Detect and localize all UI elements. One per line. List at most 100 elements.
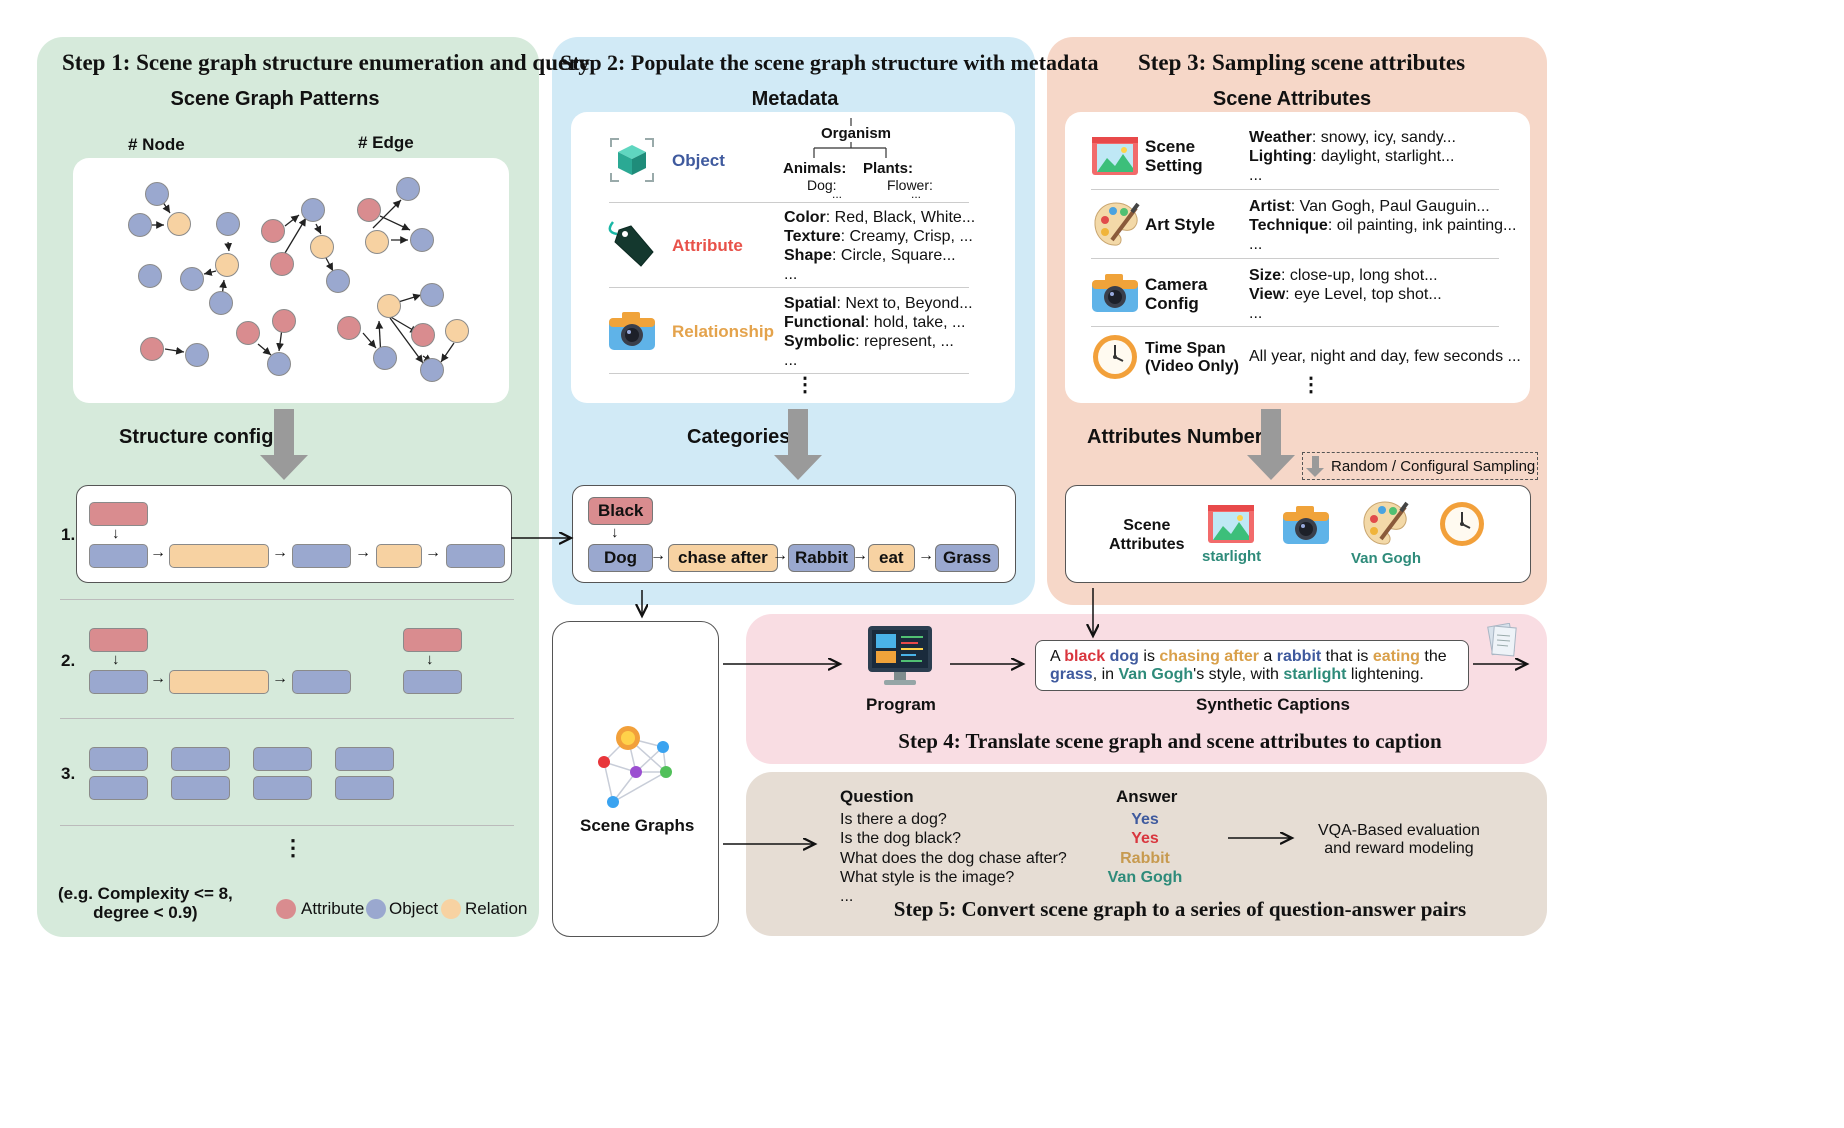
tree-right-item: Flower: bbox=[887, 177, 933, 193]
question-3: What does the dog chase after? bbox=[840, 849, 1067, 867]
object-legend-dot bbox=[366, 899, 386, 919]
caption-segment: starlight bbox=[1283, 666, 1347, 683]
document-icon bbox=[1484, 622, 1518, 657]
scene-graph-patterns-title: Scene Graph Patterns bbox=[170, 88, 380, 110]
caption-segment: chasing after bbox=[1159, 648, 1259, 665]
caption-segment: a bbox=[1258, 648, 1277, 665]
tree-right-more: ... bbox=[911, 187, 922, 201]
caption-text: A black dog is chasing after a rabbit th… bbox=[1050, 648, 1460, 684]
complexity-note: (e.g. Complexity <= 8, degree < 0.9) bbox=[58, 884, 233, 922]
object-pill bbox=[446, 544, 505, 568]
object-pill bbox=[292, 544, 351, 568]
attribute-pill bbox=[89, 502, 148, 526]
tree-left-item: Dog: bbox=[807, 177, 837, 193]
object-label: Object bbox=[672, 151, 725, 170]
caption-segment: black bbox=[1064, 648, 1106, 665]
chase-after-tag: chase after bbox=[668, 544, 778, 572]
right-arrow: → bbox=[918, 547, 934, 564]
row-2-label: 2. bbox=[61, 651, 76, 670]
divider bbox=[1091, 258, 1499, 259]
object-pill bbox=[403, 670, 462, 694]
palette-icon bbox=[1092, 200, 1140, 248]
caption-segment: Van Gogh bbox=[1118, 666, 1194, 683]
relation-pill bbox=[169, 670, 269, 694]
technique-key: Technique bbox=[1249, 217, 1328, 234]
divider bbox=[60, 599, 514, 600]
landscape-icon bbox=[1207, 502, 1255, 544]
object-pill bbox=[89, 776, 148, 800]
step4-title: Step 4: Translate scene graph and scene … bbox=[898, 729, 1442, 753]
symbolic-value: : represent, ... bbox=[855, 333, 954, 350]
caption-segment: , in bbox=[1092, 666, 1119, 683]
question-more: ... bbox=[840, 888, 854, 906]
row-3-label: 3. bbox=[61, 764, 76, 783]
object-pill bbox=[171, 747, 230, 771]
answer-item: Yes bbox=[1131, 811, 1159, 828]
sampling-label: Random / Configural Sampling bbox=[1331, 458, 1536, 475]
lighting-value: : daylight, starlight... bbox=[1312, 148, 1455, 165]
rabbit-tag: Rabbit bbox=[788, 544, 855, 572]
artist-line: Artist: Van Gogh, Paul Gauguin... bbox=[1249, 197, 1516, 216]
right-arrow: → bbox=[425, 544, 441, 561]
scene-setting-more: ... bbox=[1249, 167, 1263, 184]
attribute-more: ... bbox=[784, 266, 798, 283]
camera-config-lines: Size: close-up, long shot... View: eye L… bbox=[1249, 266, 1442, 323]
time-span-value: All year, night and day, few seconds ... bbox=[1249, 348, 1521, 365]
scene-attributes-ellipsis: ⋮ bbox=[1301, 374, 1321, 396]
view-value: : eye Level, top shot... bbox=[1285, 286, 1442, 303]
caption-segment: grass bbox=[1050, 666, 1093, 683]
organism-tree: Organism Animals: Plants: Dog: Flower: .… bbox=[780, 116, 970, 206]
landscape-icon bbox=[1091, 134, 1139, 176]
step2-title: Step 2: Populate the scene graph structu… bbox=[560, 50, 1099, 75]
size-key: Size bbox=[1249, 267, 1282, 284]
metadata-title: Metadata bbox=[751, 88, 839, 110]
clock-icon bbox=[1438, 500, 1486, 548]
node-count-label: # Node bbox=[128, 135, 185, 154]
view-line: View: eye Level, top shot... bbox=[1249, 285, 1442, 304]
artist-key: Artist bbox=[1249, 198, 1291, 215]
lighting-key: Lighting bbox=[1249, 148, 1313, 165]
structure-config-1 bbox=[76, 485, 512, 583]
caption-box: A black dog is chasing after a rabbit th… bbox=[1035, 640, 1469, 691]
scene-graphs-label: Scene Graphs bbox=[580, 816, 695, 835]
object-pill bbox=[89, 670, 148, 694]
camera-config-name: Camera Config bbox=[1145, 275, 1208, 313]
caption-segment: lightening. bbox=[1346, 666, 1424, 683]
palette-icon bbox=[1361, 499, 1409, 547]
row-1-label: 1. bbox=[61, 525, 76, 544]
graph-patterns-svg bbox=[128, 177, 469, 382]
right-arrow: → bbox=[150, 544, 166, 561]
divider bbox=[609, 202, 969, 203]
scene-attributes-title: Scene Attributes bbox=[1212, 88, 1372, 110]
question-header: Question bbox=[840, 787, 914, 806]
caption-segment: is bbox=[1138, 648, 1160, 665]
camera-icon bbox=[1282, 504, 1330, 546]
weather-line: Weather: snowy, icy, sandy... bbox=[1249, 128, 1456, 147]
time-span-name: Time Span (Video Only) bbox=[1145, 340, 1239, 375]
attribute-pill bbox=[89, 628, 148, 652]
right-arrow: → bbox=[272, 670, 288, 687]
attribute-legend-dot bbox=[276, 899, 296, 919]
tree-left: Animals: bbox=[783, 160, 847, 177]
caption-segment: that is bbox=[1321, 648, 1373, 665]
step1-title: Step 1: Scene graph structure enumeratio… bbox=[62, 50, 590, 75]
texture-key: Texture bbox=[784, 228, 841, 245]
attribute-line-2: Texture: Creamy, Crisp, ... bbox=[784, 227, 975, 246]
caption-segment: the bbox=[1419, 648, 1447, 665]
eat-tag: eat bbox=[868, 544, 915, 572]
artist-value: : Van Gogh, Paul Gauguin... bbox=[1290, 198, 1490, 215]
relationship-line-1: Spatial: Next to, Beyond... bbox=[784, 294, 973, 313]
question-2: Is the dog black? bbox=[840, 830, 961, 848]
down-arrow: ↓ bbox=[112, 525, 120, 542]
right-arrow: → bbox=[150, 670, 166, 687]
sampling-box: Random / Configural Sampling bbox=[1302, 452, 1538, 480]
right-arrow: → bbox=[852, 547, 868, 564]
divider bbox=[60, 825, 514, 826]
spatial-key: Spatial bbox=[784, 295, 837, 312]
divider bbox=[1091, 326, 1499, 327]
relation-legend-dot bbox=[441, 899, 461, 919]
right-arrow: → bbox=[272, 544, 288, 561]
art-style-more: ... bbox=[1249, 236, 1263, 253]
down-arrow: ↓ bbox=[426, 651, 434, 668]
size-value: : close-up, long shot... bbox=[1281, 267, 1438, 284]
